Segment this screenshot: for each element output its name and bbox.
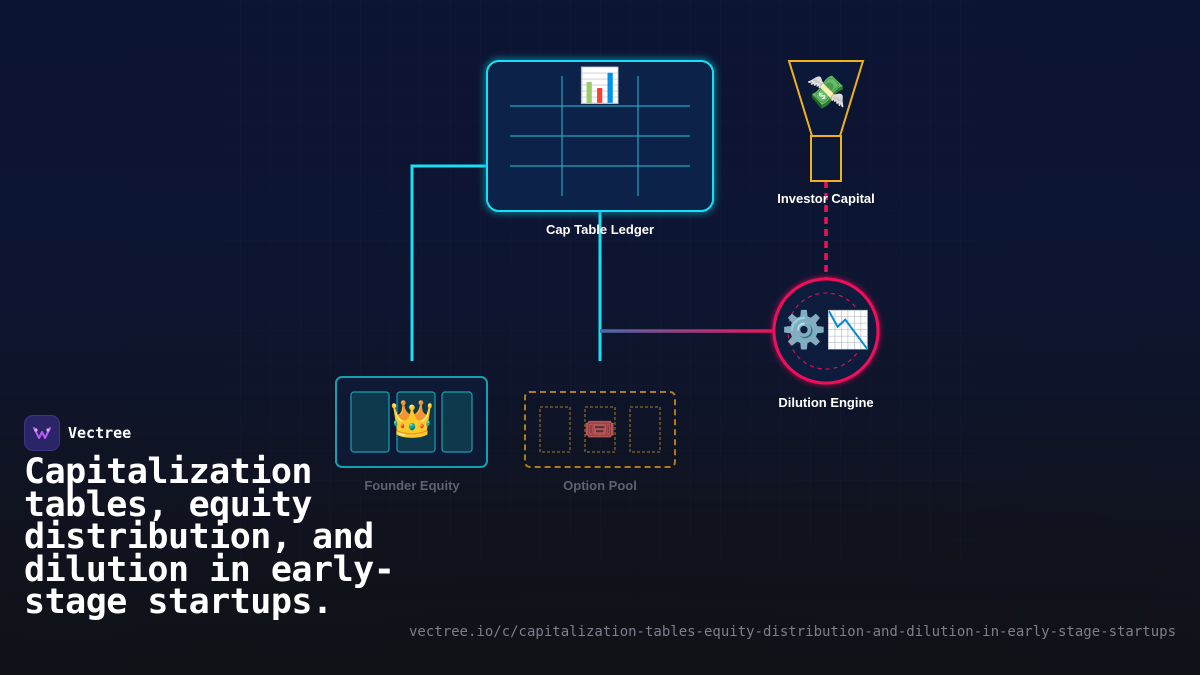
page-url[interactable]: vectree.io/c/capitalization-tables-equit… [408,624,1176,640]
vectree-logo-icon [24,415,60,451]
option-pool-label: Option Pool [563,478,637,493]
money-with-wings-icon: 💸 [806,73,846,111]
brand[interactable]: Vectree [24,415,131,451]
connector-ledger-to-founder [410,164,488,361]
bottom-shade [0,380,1200,675]
ticket-icon: 🎟️ [583,415,617,445]
founder-equity-label: Founder Equity [364,478,460,493]
founder-equity-node[interactable] [335,376,488,468]
dilution-engine-node[interactable] [772,277,880,385]
page-title: Capitalization tables, equity distributi… [24,452,395,622]
brand-name: Vectree [68,424,132,442]
ledger-grid-lines [510,76,690,196]
cap-table-ledger-node[interactable] [486,60,714,212]
crown-icon: 👑 [389,399,435,440]
cap-table-ledger-label: Cap Table Ledger [545,222,655,237]
investor-capital-node[interactable] [787,60,865,182]
bar-chart-icon: 📊 [578,66,622,106]
option-pool-node[interactable] [524,391,676,468]
dilution-engine-label: Dilution Engine [778,395,874,410]
chart-decreasing-icon: 📉 [825,310,871,351]
gear-icon: ⚙️ [781,310,827,351]
investor-capital-label: Investor Capital [777,191,875,206]
